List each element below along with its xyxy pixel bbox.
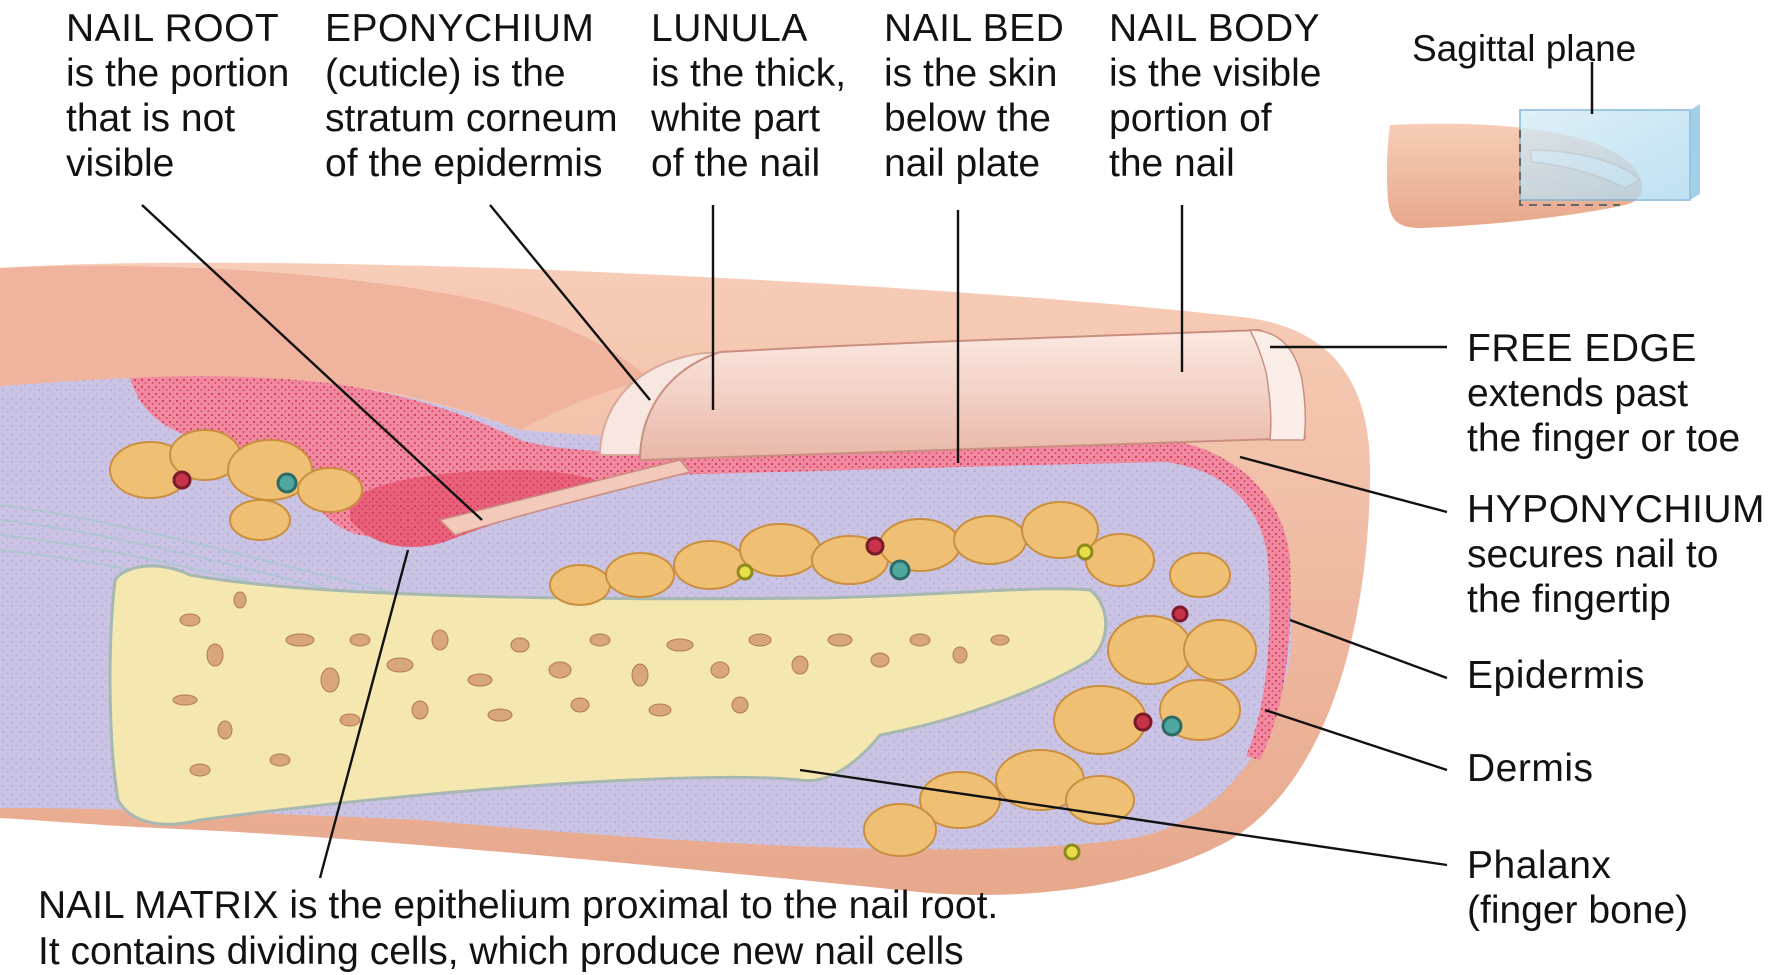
label-phalanx: Phalanx (finger bone) [1467,843,1688,933]
label-epidermis-title: Epidermis [1467,653,1645,698]
inset-plane [1520,110,1690,200]
label-nail-bed-desc-1: is the skin [884,51,1064,96]
label-epidermis: Epidermis [1467,653,1645,698]
label-nail-root-title: NAIL ROOT [66,6,289,51]
label-lunula-desc-1: is the thick, [651,51,846,96]
label-hyponychium-desc-1: secures nail to [1467,532,1765,577]
label-nail-body: NAIL BODY is the visible portion of the … [1109,6,1321,186]
label-sagittal-plane: Sagittal plane [1412,27,1636,71]
label-nail-matrix-title: NAIL MATRIX [38,884,279,927]
label-eponychium-desc-1: (cuticle) is the [325,51,618,96]
label-nail-bed-desc-2: below the [884,96,1064,141]
label-lunula-desc-2: white part [651,96,846,141]
label-lunula-desc-3: of the nail [651,141,846,186]
label-hyponychium-desc-2: the fingertip [1467,577,1765,622]
label-lunula-title: LUNULA [651,6,846,51]
label-nail-matrix-line-1: NAIL MATRIX is the epithelium proximal t… [38,883,998,929]
label-nail-bed: NAIL BED is the skin below the nail plat… [884,6,1064,186]
label-hyponychium-title: HYPONYCHIUM [1467,487,1765,532]
label-free-edge: FREE EDGE extends past the finger or toe [1467,326,1740,461]
label-phalanx-title: Phalanx [1467,843,1688,888]
label-nail-body-desc-3: the nail [1109,141,1321,186]
label-hyponychium: HYPONYCHIUM secures nail to the fingerti… [1467,487,1765,622]
label-eponychium: EPONYCHIUM (cuticle) is the stratum corn… [325,6,618,186]
label-free-edge-title: FREE EDGE [1467,326,1740,371]
label-nail-root-desc-2: that is not [66,96,289,141]
label-nail-root-desc-1: is the portion [66,51,289,96]
label-eponychium-desc-3: of the epidermis [325,141,618,186]
label-lunula: LUNULA is the thick, white part of the n… [651,6,846,186]
label-nail-matrix-line-2: It contains dividing cells, which produc… [38,929,998,975]
label-dermis-title: Dermis [1467,746,1594,791]
label-free-edge-desc-2: the finger or toe [1467,416,1740,461]
label-free-edge-desc-1: extends past [1467,371,1740,416]
label-nail-body-title: NAIL BODY [1109,6,1321,51]
label-nail-matrix: NAIL MATRIX is the epithelium proximal t… [38,883,998,975]
label-nail-bed-desc-3: nail plate [884,141,1064,186]
label-nail-body-desc-1: is the visible [1109,51,1321,96]
sagittal-plane-inset [1387,62,1700,228]
label-nail-body-desc-2: portion of [1109,96,1321,141]
label-phalanx-desc-1: (finger bone) [1467,888,1688,933]
label-dermis: Dermis [1467,746,1594,791]
label-eponychium-desc-2: stratum corneum [325,96,618,141]
label-nail-root: NAIL ROOT is the portion that is not vis… [66,6,289,186]
label-eponychium-title: EPONYCHIUM [325,6,618,51]
label-nail-root-desc-3: visible [66,141,289,186]
label-nail-bed-title: NAIL BED [884,6,1064,51]
label-nail-matrix-desc-1: is the epithelium proximal to the nail r… [279,884,999,927]
